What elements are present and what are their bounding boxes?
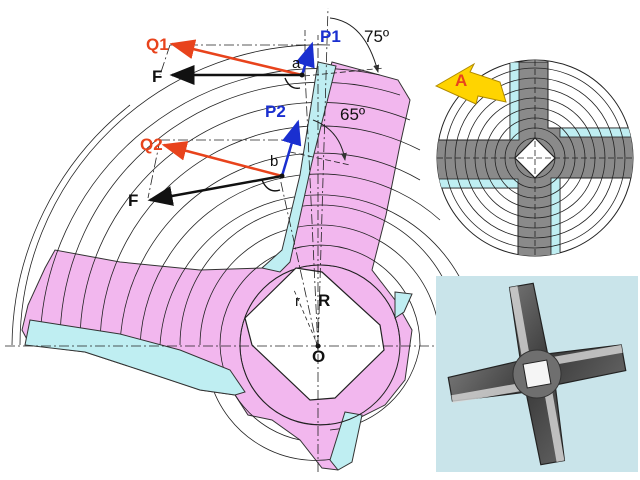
- label-r-big: R: [318, 291, 330, 310]
- label-b: b: [270, 153, 278, 170]
- force-p2-arrow: [280, 119, 302, 177]
- square-hole: [244, 267, 385, 401]
- cutting-edge-left: [24, 319, 246, 396]
- point-a: [299, 72, 305, 78]
- label-angle-75: 75º: [364, 27, 389, 46]
- angle-arc-65: [312, 119, 347, 161]
- cutting-edge-top: [260, 61, 337, 273]
- knife-top-view: A: [434, 59, 634, 257]
- angle-mark-b: [261, 179, 281, 192]
- label-f-top: F: [152, 67, 162, 86]
- label-o: O: [312, 347, 325, 366]
- hub-ring: [239, 264, 401, 426]
- label-r-small: r: [295, 293, 300, 310]
- angle-mark-a: [284, 77, 301, 89]
- force-f-bottom-arrow: [147, 174, 283, 206]
- label-a-arrow: A: [455, 71, 467, 90]
- label-a: a: [292, 55, 301, 72]
- label-q2: Q2: [140, 135, 163, 154]
- angle-ray: [303, 67, 385, 77]
- force-p1-arrow: [295, 41, 315, 76]
- knife-photo: [436, 276, 638, 472]
- point-b: [279, 173, 285, 179]
- label-p2: P2: [265, 102, 286, 121]
- cutting-edge-right: [394, 291, 413, 319]
- label-f-bottom: F: [128, 191, 138, 210]
- angle-ray-2: [289, 151, 351, 166]
- force-q1-arrow: [169, 39, 303, 77]
- angle-arc-75: [329, 17, 380, 73]
- arrow-a-icon: [434, 62, 507, 105]
- label-q1: Q1: [146, 35, 169, 54]
- force-q2-arrow: [161, 141, 283, 178]
- main-diagram: Q1 F P1 a 75º P2 65º Q2 b F r R O: [5, 7, 471, 472]
- label-angle-65: 65º: [340, 105, 365, 124]
- label-p1: P1: [320, 27, 341, 46]
- radius-r-line: [293, 289, 319, 347]
